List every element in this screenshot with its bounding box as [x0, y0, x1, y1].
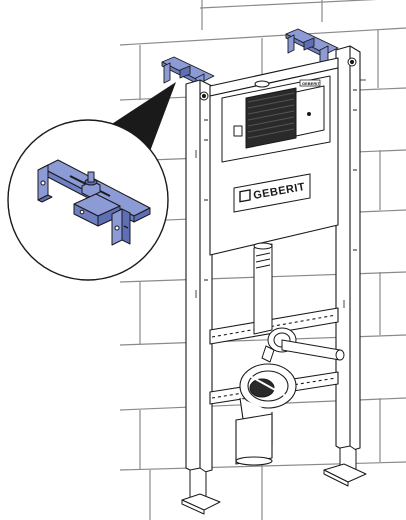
cistern-badge-text: GEBERIT: [302, 81, 320, 86]
geberit-square-mark-icon: [239, 189, 251, 203]
frame-markings: [195, 79, 366, 308]
drain-pipe: [253, 242, 273, 335]
flush-connector: [261, 327, 345, 363]
logo-plate: [233, 173, 311, 213]
cistern: [221, 75, 331, 163]
frame-bolts: [199, 57, 357, 101]
waste-elbow: [235, 363, 297, 466]
frame-feet: [181, 445, 367, 515]
flush-actuator: [245, 87, 297, 149]
bracket-detail-icon: [37, 159, 151, 246]
